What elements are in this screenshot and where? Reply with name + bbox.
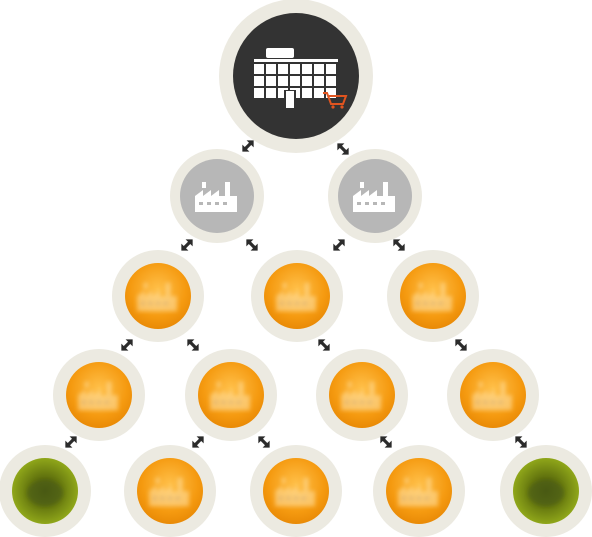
factory-icon bbox=[341, 381, 381, 411]
factory-silhouette bbox=[78, 381, 118, 411]
factory-silhouette bbox=[412, 282, 452, 312]
bidirectional-arrow-icon bbox=[318, 339, 330, 351]
factory-silhouette bbox=[276, 282, 316, 312]
factory-icon bbox=[195, 182, 237, 212]
node-sub-manufacturers-3 bbox=[316, 349, 408, 441]
factory-silhouette bbox=[195, 182, 237, 212]
node-manufacturers-1 bbox=[112, 250, 204, 342]
node-sources-5 bbox=[500, 445, 592, 537]
store-sign bbox=[266, 48, 294, 58]
node-retailer-1 bbox=[219, 0, 373, 153]
bidirectional-arrow-icon bbox=[121, 339, 133, 351]
bidirectional-arrow-icon bbox=[333, 239, 345, 251]
factory-icon bbox=[275, 477, 315, 507]
node-sources-2 bbox=[124, 445, 216, 537]
node-suppliers-2 bbox=[328, 149, 422, 243]
node-sources-3 bbox=[250, 445, 342, 537]
bidirectional-arrow-icon bbox=[337, 143, 349, 155]
bidirectional-arrow-icon bbox=[192, 436, 204, 448]
factory-icon bbox=[353, 182, 395, 212]
node-sources-1 bbox=[0, 445, 91, 537]
factory-icon bbox=[276, 282, 316, 312]
bidirectional-arrow-icon bbox=[258, 436, 270, 448]
factory-icon bbox=[472, 381, 512, 411]
node-manufacturers-3 bbox=[387, 250, 479, 342]
node-sub-manufacturers-2 bbox=[185, 349, 277, 441]
factory-silhouette bbox=[353, 182, 395, 212]
node-sub-manufacturers-4 bbox=[447, 349, 539, 441]
bidirectional-arrow-icon bbox=[455, 339, 467, 351]
factory-icon bbox=[149, 477, 189, 507]
bidirectional-arrow-icon bbox=[246, 239, 258, 251]
factory-icon bbox=[398, 477, 438, 507]
factory-silhouette bbox=[137, 282, 177, 312]
factory-icon bbox=[137, 282, 177, 312]
node-sub-manufacturers-1 bbox=[53, 349, 145, 441]
shopping-cart-icon bbox=[323, 92, 348, 109]
bidirectional-arrow-icon bbox=[515, 436, 527, 448]
factory-silhouette bbox=[149, 477, 189, 507]
raw-source-icon bbox=[528, 480, 564, 506]
factory-silhouette bbox=[341, 381, 381, 411]
factory-icon bbox=[78, 381, 118, 411]
factory-icon bbox=[210, 381, 250, 411]
raw-source-icon bbox=[27, 480, 63, 506]
bidirectional-arrow-icon bbox=[187, 339, 199, 351]
store-cart-icon bbox=[254, 48, 348, 109]
node-manufacturers-2 bbox=[251, 250, 343, 342]
factory-silhouette bbox=[275, 477, 315, 507]
bidirectional-arrow-icon bbox=[380, 436, 392, 448]
bidirectional-arrow-icon bbox=[181, 239, 193, 251]
node-sources-4 bbox=[373, 445, 465, 537]
factory-silhouette bbox=[472, 381, 512, 411]
factory-icon bbox=[412, 282, 452, 312]
node-suppliers-1 bbox=[170, 149, 264, 243]
factory-silhouette bbox=[210, 381, 250, 411]
factory-silhouette bbox=[398, 477, 438, 507]
